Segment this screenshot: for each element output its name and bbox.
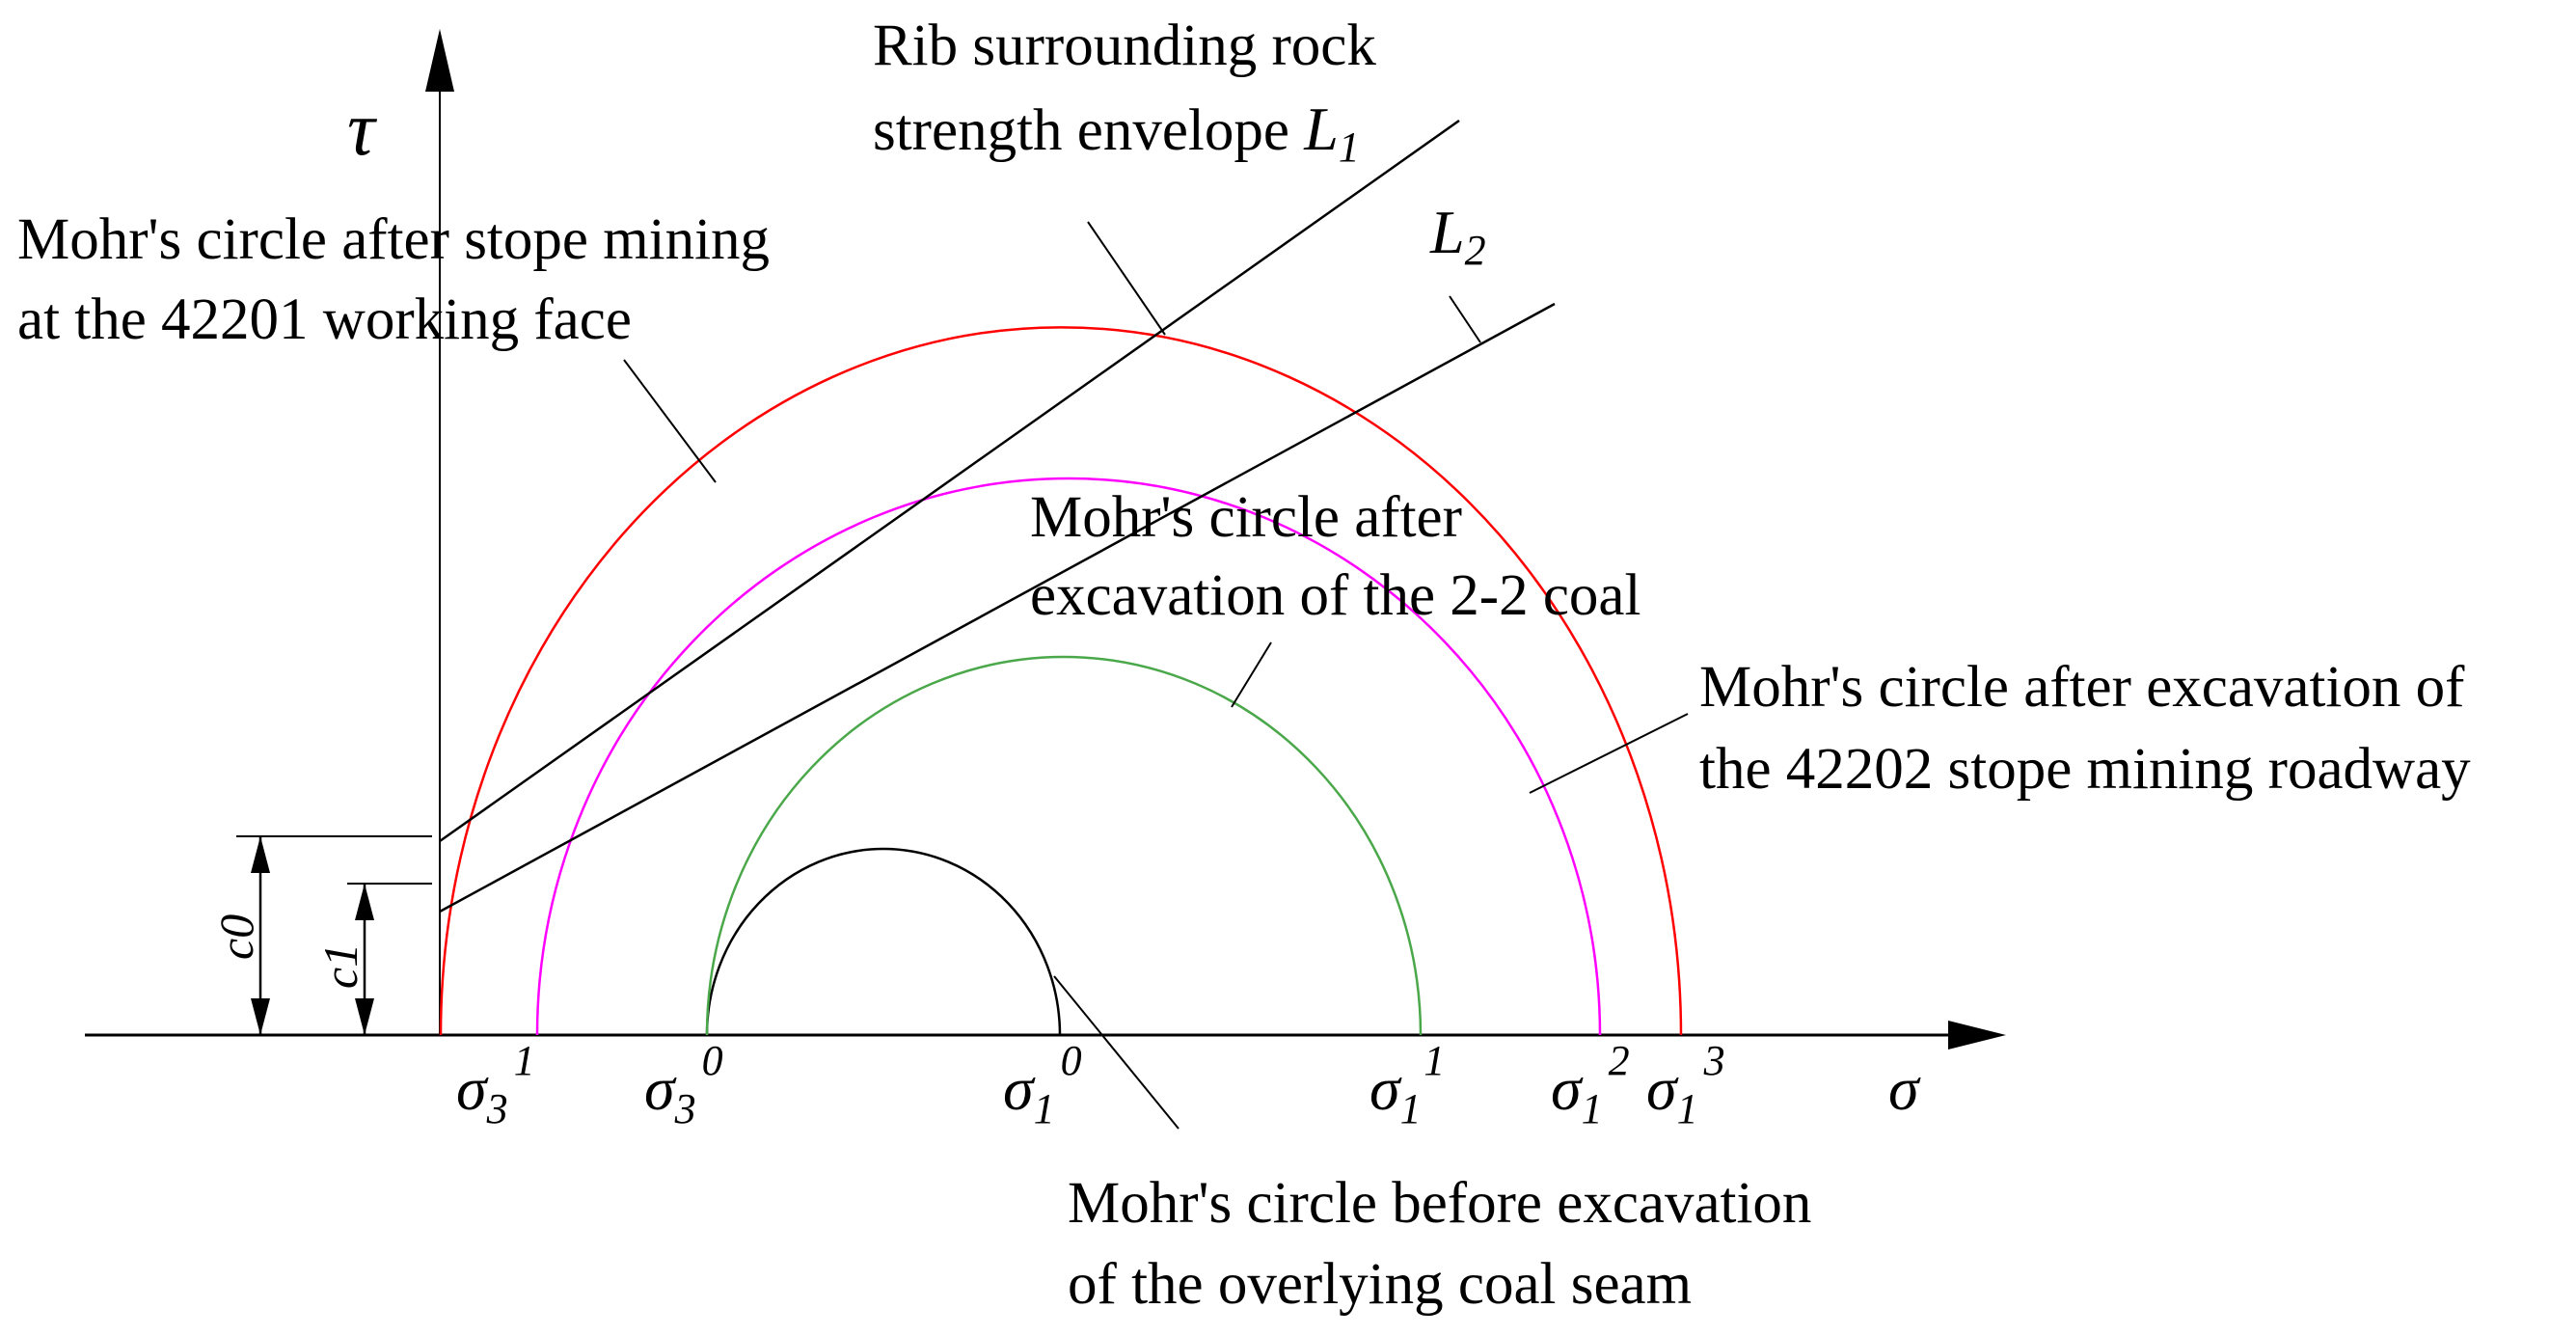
leader-l1 — [1087, 221, 1166, 336]
sigma-3-1-label: σ31 — [456, 1037, 535, 1132]
rib-envelope-label-line2: strength envelope L1 — [873, 95, 1360, 171]
circle-before-label-line1: Mohr's circle before excavation — [1068, 1171, 1811, 1236]
envelope-l2 — [439, 302, 1556, 913]
circle-42201-label-line1: Mohr's circle after stope mining — [17, 207, 770, 272]
c1-label: c1 — [313, 943, 367, 989]
leader-22coal — [1231, 641, 1272, 708]
mohr-circle-before-excavation — [705, 847, 1062, 1036]
l2-label: L2 — [1429, 198, 1486, 274]
c0-label: c0 — [209, 914, 263, 960]
leader-42202 — [1529, 713, 1689, 794]
circle-22coal-label-line2: excavation of the 2-2 coal — [1030, 563, 1641, 628]
c0-arrow-bottom — [251, 998, 270, 1035]
sigma-1-1-label: σ11 — [1369, 1037, 1445, 1132]
sigma-3-0-label: σ30 — [644, 1037, 723, 1132]
sigma-axis-label: σ — [1888, 1054, 1921, 1123]
rib-envelope-label-line1: Rib surrounding rock — [873, 14, 1376, 78]
leader-42201 — [623, 359, 717, 483]
sigma-1-3-label: σ13 — [1646, 1037, 1725, 1132]
circle-42202-label-line1: Mohr's circle after excavation of — [1699, 655, 2465, 720]
c0-arrow-top — [251, 836, 270, 873]
tau-axis-arrowhead — [425, 29, 454, 92]
circle-42201-label-line2: at the 42201 working face — [17, 287, 632, 352]
c1-arrow-bottom — [355, 998, 374, 1035]
leader-before — [1053, 975, 1180, 1130]
circle-before-label-line2: of the overlying coal seam — [1068, 1252, 1692, 1317]
envelope-l1 — [439, 119, 1460, 843]
tau-axis-label: τ — [347, 87, 378, 172]
mohr-circle-after-42202-roadway — [535, 477, 1602, 1036]
sigma-axis-arrowhead — [1948, 1021, 2006, 1050]
c1-arrow-top — [355, 884, 374, 920]
sigma-1-0-label: σ10 — [1003, 1037, 1082, 1132]
mohr-circle-after-42201-mining — [439, 325, 1683, 1036]
mohr-circle-after-22-coal — [705, 655, 1423, 1036]
circle-22coal-label-line1: Mohr's circle after — [1030, 485, 1462, 550]
sigma-1-2-label: σ12 — [1551, 1037, 1630, 1132]
circle-42202-label-line2: the 42202 stope mining roadway — [1699, 737, 2471, 802]
leader-l2 — [1449, 295, 1481, 343]
